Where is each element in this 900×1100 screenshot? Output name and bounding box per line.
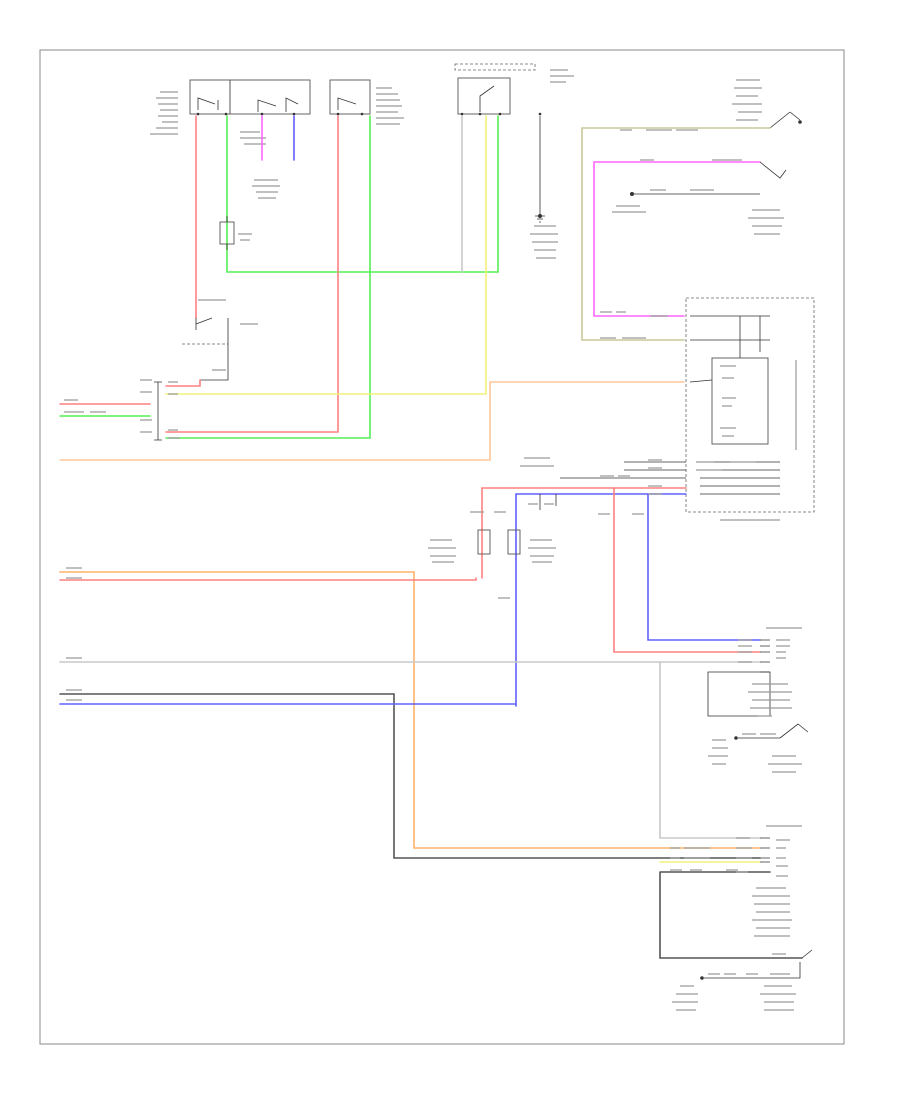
wire-orange-lower [59,571,761,849]
switch-box-4 [454,63,542,116]
wire-yellow-1 [165,115,487,395]
connector-right-mid [707,627,809,773]
wire-pink-right [593,161,761,317]
mid-switch-cluster [428,457,761,707]
top-right-switch [769,111,802,129]
wire-red-2 [165,115,339,433]
diagram-frame [39,49,845,1045]
wire-light-orange [59,381,685,461]
control-module [600,297,815,521]
switch-label-blocks [150,69,762,259]
brake-switch-right [612,129,787,235]
wire-green-2 [165,115,371,439]
wire-darkgray-lower [59,693,761,859]
wire-green-1 [226,115,499,273]
wire-olive [581,127,771,341]
fuse-element-1 [219,216,235,250]
wire-gray-drop [659,661,761,839]
connector-right-bottom [659,825,813,1011]
wire-red-lower [59,577,477,581]
switch-box-2 [229,79,311,116]
switch-element-2 [182,299,258,381]
connector-left-1 [59,379,201,441]
switch-box-3 [329,79,371,116]
switch-box-1 [189,79,231,116]
